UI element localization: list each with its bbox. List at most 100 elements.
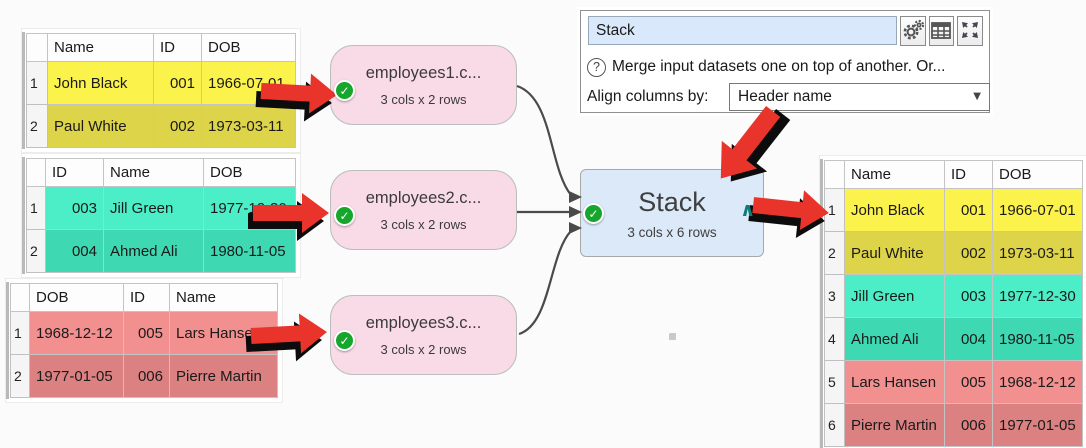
output-table: Name ID DOB 1 John Black 001 1966-07-01 … bbox=[820, 159, 1083, 448]
column-header: ID bbox=[153, 33, 202, 62]
cell: Lars Hansen bbox=[169, 311, 278, 355]
cell: 001 bbox=[944, 188, 993, 232]
column-header: ID bbox=[45, 158, 104, 187]
cell: Lars Hansen bbox=[844, 360, 945, 404]
gear-button[interactable] bbox=[899, 16, 926, 46]
cell: 1980-11-05 bbox=[992, 317, 1083, 361]
cell: Jill Green bbox=[103, 186, 204, 230]
transform-name-input[interactable] bbox=[588, 16, 897, 45]
column-header: Name bbox=[47, 33, 154, 62]
transform-settings-panel: ? Merge input datasets one on top of ano… bbox=[580, 10, 990, 113]
row-number: 5 bbox=[824, 360, 845, 404]
cell: 1977-01-05 bbox=[29, 354, 124, 398]
data-table: Name ID DOB 1 John Black 001 1966-07-01 … bbox=[26, 33, 296, 148]
cell: Ahmed Ali bbox=[103, 229, 204, 273]
data-table: Name ID DOB 1 John Black 001 1966-07-01 … bbox=[824, 160, 1083, 447]
node-size-label: 3 cols x 2 rows bbox=[380, 91, 467, 107]
column-header: DOB bbox=[992, 160, 1083, 189]
cell: 004 bbox=[45, 229, 104, 273]
node-employees3[interactable]: employees3.c... 3 cols x 2 rows bbox=[330, 295, 517, 375]
row-number: 2 bbox=[10, 354, 30, 398]
row-number: 4 bbox=[824, 317, 845, 361]
header-row: ID Name DOB bbox=[26, 158, 296, 187]
column-header: ID bbox=[123, 283, 170, 312]
node-size-label: 3 cols x 2 rows bbox=[380, 216, 467, 232]
check-icon: ✓ bbox=[334, 330, 355, 351]
cell: Ahmed Ali bbox=[844, 317, 945, 361]
table-view-button[interactable] bbox=[928, 16, 955, 46]
cell: 1968-12-12 bbox=[29, 311, 124, 355]
row-number: 6 bbox=[824, 403, 845, 447]
transform-description: ? Merge input datasets one on top of ano… bbox=[587, 55, 985, 79]
table-row: 2 Paul White 002 1973-03-11 bbox=[26, 104, 296, 148]
chevron-down-icon: ▼ bbox=[973, 91, 981, 102]
node-title: employees2.c... bbox=[365, 188, 482, 207]
check-icon: ✓ bbox=[334, 80, 355, 101]
cell: 005 bbox=[123, 311, 170, 355]
table-row: 2 1977-01-05 006 Pierre Martin bbox=[10, 354, 278, 398]
node-size-label: 3 cols x 2 rows bbox=[380, 341, 467, 357]
input-table-employees2: ID Name DOB 1 003 Jill Green 1977-12-30 … bbox=[22, 157, 296, 274]
cell: 006 bbox=[944, 403, 993, 447]
column-header: Name bbox=[169, 283, 278, 312]
cell: 1977-01-05 bbox=[992, 403, 1083, 447]
wire-employees3-stack bbox=[518, 230, 572, 336]
selected-option: Header name bbox=[738, 88, 832, 105]
node-title: employees1.c... bbox=[365, 63, 482, 82]
node-employees1[interactable]: employees1.c... 3 cols x 2 rows bbox=[330, 45, 517, 125]
column-header: DOB bbox=[203, 158, 296, 187]
header-row: Name ID DOB bbox=[824, 160, 1083, 189]
align-columns-row: Align columns by: Header name ▼ bbox=[587, 83, 990, 111]
corner-cell bbox=[10, 283, 30, 312]
column-header: ID bbox=[944, 160, 993, 189]
table-icon bbox=[930, 19, 952, 44]
column-header: Name bbox=[844, 160, 945, 189]
node-size-label: 3 cols x 6 rows bbox=[627, 224, 717, 240]
check-icon: ✓ bbox=[583, 203, 604, 224]
column-header: Name bbox=[103, 158, 204, 187]
cell: John Black bbox=[844, 188, 945, 232]
cell: Paul White bbox=[47, 104, 154, 148]
output-caret-icon: ∧ bbox=[740, 199, 756, 221]
corner-cell bbox=[26, 33, 48, 62]
table-row: 2 Paul White 002 1973-03-11 bbox=[824, 231, 1083, 275]
row-number: 2 bbox=[26, 229, 46, 273]
table-row: 1 John Black 001 1966-07-01 bbox=[26, 61, 296, 105]
expand-button[interactable] bbox=[957, 16, 983, 46]
cell: 1968-12-12 bbox=[992, 360, 1083, 404]
data-table: DOB ID Name 1 1968-12-12 005 Lars Hansen… bbox=[10, 283, 278, 398]
cell: 1977-12-30 bbox=[992, 274, 1083, 318]
column-header: DOB bbox=[201, 33, 296, 62]
row-number: 1 bbox=[26, 186, 46, 230]
row-number: 2 bbox=[26, 104, 48, 148]
cell: 003 bbox=[944, 274, 993, 318]
node-stack[interactable]: Stack 3 cols x 6 rows bbox=[580, 169, 764, 257]
cell: 006 bbox=[123, 354, 170, 398]
cell: 1966-07-01 bbox=[992, 188, 1083, 232]
cell: 002 bbox=[153, 104, 202, 148]
node-employees2[interactable]: employees2.c... 3 cols x 2 rows bbox=[330, 170, 517, 250]
input-table-employees3: DOB ID Name 1 1968-12-12 005 Lars Hansen… bbox=[6, 282, 278, 399]
cell: 1966-07-01 bbox=[201, 61, 296, 105]
cell: 003 bbox=[45, 186, 104, 230]
table-row: 6 Pierre Martin 006 1977-01-05 bbox=[824, 403, 1083, 447]
cell: Pierre Martin bbox=[169, 354, 278, 398]
cell: 004 bbox=[944, 317, 993, 361]
data-table: ID Name DOB 1 003 Jill Green 1977-12-30 … bbox=[26, 158, 296, 273]
cell: 1973-03-11 bbox=[201, 104, 296, 148]
header-row: DOB ID Name bbox=[10, 283, 278, 312]
table-row: 4 Ahmed Ali 004 1980-11-05 bbox=[824, 317, 1083, 361]
row-number: 1 bbox=[10, 311, 30, 355]
align-columns-select[interactable]: Header name ▼ bbox=[729, 83, 990, 111]
cell: 001 bbox=[153, 61, 202, 105]
help-icon[interactable]: ? bbox=[587, 57, 606, 77]
node-title: employees3.c... bbox=[365, 313, 482, 332]
cell: 002 bbox=[944, 231, 993, 275]
cell: 005 bbox=[944, 360, 993, 404]
table-row: 3 Jill Green 003 1977-12-30 bbox=[824, 274, 1083, 318]
row-number: 2 bbox=[824, 231, 845, 275]
cell: 1980-11-05 bbox=[203, 229, 296, 273]
column-header: DOB bbox=[29, 283, 124, 312]
table-row: 1 John Black 001 1966-07-01 bbox=[824, 188, 1083, 232]
wire-employees1-stack bbox=[516, 84, 572, 196]
